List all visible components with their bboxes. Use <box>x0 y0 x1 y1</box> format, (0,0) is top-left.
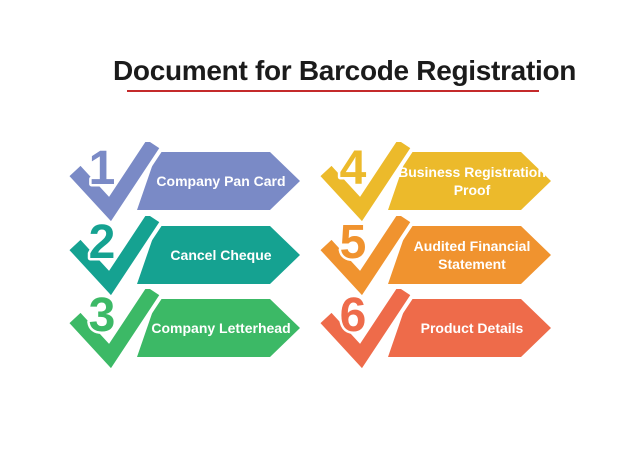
title-block: Document for Barcode Registration <box>113 55 577 92</box>
title-underline <box>127 90 539 92</box>
check-icon <box>320 142 411 222</box>
checklist-item-2: 2 Cancel Cheque <box>62 216 312 296</box>
item-label: Audited Financial Statement <box>413 237 531 272</box>
item-label: Company Pan Card <box>156 172 286 189</box>
check-icon <box>69 289 160 369</box>
item-number: 5 <box>340 216 367 269</box>
check-icon <box>320 216 411 296</box>
item-number: 4 <box>340 142 367 195</box>
check-icon <box>69 142 160 222</box>
item-label: Product Details <box>420 319 524 336</box>
banner-arrow <box>137 226 300 284</box>
banner-arrow <box>137 152 300 210</box>
checklist-item-4: 4 Business Registration Proof <box>313 142 563 222</box>
checklist-item-1: 1 Company Pan Card <box>62 142 312 222</box>
item-label: Cancel Cheque <box>170 246 272 263</box>
checklist-item-3: 3 Company Letterhead <box>62 289 312 369</box>
page-title: Document for Barcode Registration <box>113 55 577 86</box>
item-number: 2 <box>89 216 116 269</box>
banner-arrow <box>388 152 551 210</box>
banner-arrow <box>137 299 300 357</box>
check-icon <box>320 289 411 369</box>
item-number: 3 <box>89 289 116 342</box>
banner-arrow <box>388 226 551 284</box>
check-icon <box>69 216 160 296</box>
item-number: 6 <box>340 289 367 342</box>
banner-arrow <box>388 299 551 357</box>
item-label: Company Letterhead <box>151 319 291 336</box>
item-label: Business Registration Proof <box>398 163 546 198</box>
checklist-item-6: 6 Product Details <box>313 289 563 369</box>
item-number: 1 <box>89 142 116 195</box>
checklist-item-5: 5 Audited Financial Statement <box>313 216 563 296</box>
